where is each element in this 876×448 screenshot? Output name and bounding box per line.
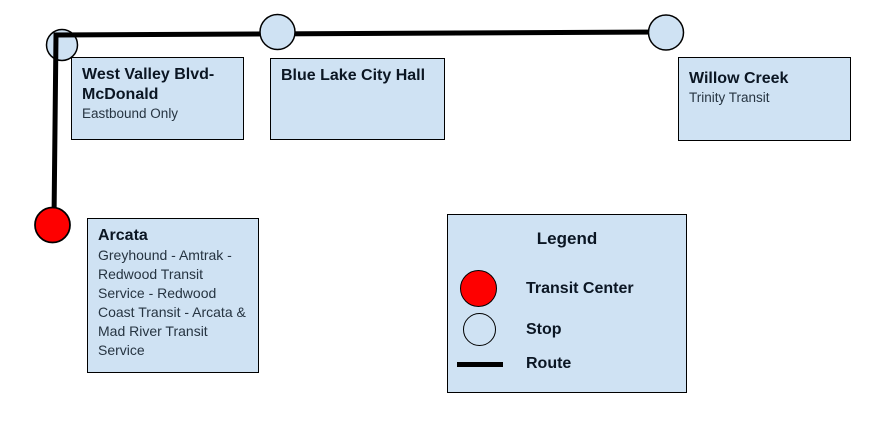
station-box-blue-lake: Blue Lake City Hall — [270, 58, 445, 140]
transit-center-swatch-icon — [460, 270, 497, 307]
station-note: Trinity Transit — [689, 90, 770, 105]
transit-center-marker-arcata — [34, 206, 71, 244]
stop-marker-blue-lake — [259, 13, 296, 51]
stop-swatch-icon — [463, 313, 496, 346]
station-note: Greyhound - Amtrak - Redwood Transit Ser… — [98, 247, 246, 358]
legend-item-transit-center: Transit Center — [526, 280, 634, 297]
legend-item-route: Route — [526, 355, 572, 372]
station-name: Arcata — [98, 227, 148, 244]
route-line — [51, 29, 667, 221]
station-box-west-valley: West Valley Blvd-McDonald Eastbound Only — [71, 57, 244, 140]
station-note: Eastbound Only — [82, 106, 179, 121]
station-box-arcata: Arcata Greyhound - Amtrak - Redwood Tran… — [87, 218, 259, 373]
station-name: Blue Lake City Hall — [281, 67, 426, 84]
station-name: Willow Creek — [689, 70, 789, 87]
route-swatch-icon — [457, 362, 503, 367]
station-box-willow-creek: Willow Creek Trinity Transit — [678, 57, 851, 141]
legend-title: Legend — [536, 229, 598, 248]
stop-marker-willow-creek — [647, 14, 685, 51]
legend: Legend Transit Center Stop Route — [447, 214, 687, 393]
station-name: West Valley Blvd-McDonald — [82, 66, 215, 103]
legend-item-stop: Stop — [526, 321, 562, 338]
